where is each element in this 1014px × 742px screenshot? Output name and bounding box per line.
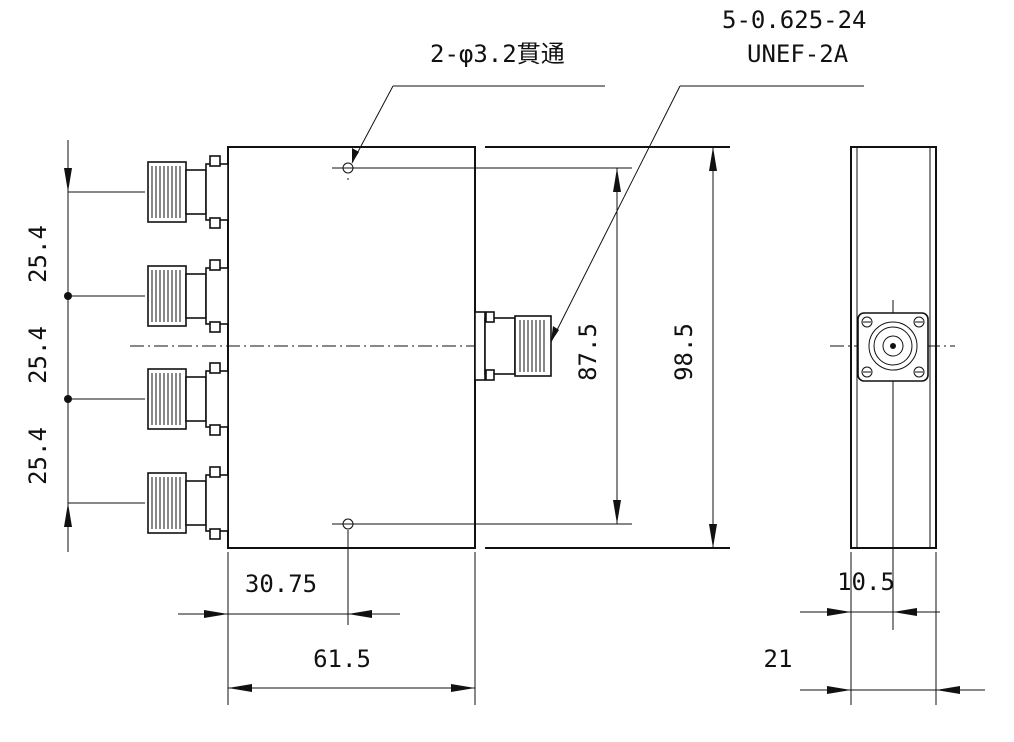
- body-left-part: [227, 146, 476, 549]
- side-thickness-label: 21: [764, 645, 793, 673]
- arrow-bottom: [64, 503, 72, 527]
- body-right-part: [485, 146, 730, 549]
- front-view: [130, 146, 730, 549]
- output-connector-1: [147, 155, 229, 229]
- dot-3: [64, 395, 72, 403]
- arrow-top: [64, 168, 72, 192]
- side-view: 10.5 21: [764, 146, 985, 705]
- output-connector-2: [147, 259, 229, 333]
- connector-thread-note-1: 5-0.625-24: [722, 6, 867, 34]
- side-connector: [857, 312, 929, 382]
- pitch-label-2: 25.4: [24, 326, 52, 384]
- output-connector-3: [147, 362, 229, 436]
- hole-offset-label: 30.75: [245, 570, 317, 598]
- dot-2: [64, 292, 72, 300]
- callouts: 2-φ3.2貫通 5-0.625-24 UNEF-2A: [351, 6, 867, 343]
- body-width-label: 61.5: [313, 645, 371, 673]
- output-connector-4: [147, 466, 229, 540]
- pitch-label-3: 25.4: [24, 427, 52, 485]
- input-connector: [474, 311, 552, 381]
- body-height-label: 98.5: [670, 323, 698, 381]
- connector-thread-note-2: UNEF-2A: [747, 40, 849, 68]
- height-dimensions: 87.5 98.5: [574, 147, 717, 548]
- pitch-dimensions: 25.4 25.4 25.4: [24, 140, 145, 552]
- mounting-holes-note: 2-φ3.2貫通: [430, 40, 565, 68]
- pitch-label-1: 25.4: [24, 225, 52, 283]
- width-dimensions: 30.75 61.5: [178, 530, 476, 705]
- hole-spacing-label: 87.5: [574, 323, 602, 381]
- side-offset-label: 10.5: [837, 568, 895, 596]
